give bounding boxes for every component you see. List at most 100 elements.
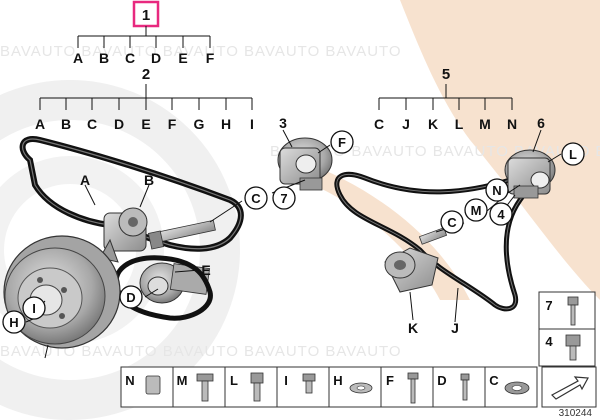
label-3: 3 <box>279 115 287 131</box>
callout-circle-c1[interactable]: C <box>244 186 268 210</box>
navigate-arrow-button[interactable] <box>541 366 597 408</box>
hex-bolt-icon <box>196 373 214 402</box>
label-k: K <box>408 320 418 336</box>
side-legend-label-7: 7 <box>545 298 552 313</box>
tree-root-5: 5 <box>442 66 450 83</box>
watermark-circle <box>0 80 240 420</box>
tree-g1-child-d[interactable]: D <box>151 50 161 66</box>
bottom-legend-label-c: C <box>489 373 499 388</box>
callout-circle-f[interactable]: F <box>330 130 354 154</box>
bolt-icon <box>567 296 579 326</box>
callout-circle-d[interactable]: D <box>119 285 143 309</box>
bottom-legend-label-l: L <box>230 373 238 388</box>
tree-g5-child-l[interactable]: L <box>455 116 464 132</box>
svg-text:I: I <box>32 301 36 316</box>
small-belt-d[interactable] <box>113 255 213 321</box>
bottom-legend-label-h: H <box>333 373 342 388</box>
tree-g1-child-c[interactable]: C <box>125 50 135 66</box>
tree-g1-child-a[interactable]: A <box>73 50 83 66</box>
bottom-legend-label-d: D <box>437 373 446 388</box>
pulley-assembly-3[interactable] <box>277 137 333 191</box>
sleeve-icon <box>145 375 161 395</box>
belt-tensioner-k[interactable] <box>384 227 448 293</box>
bottom-legend-label-m: M <box>177 373 188 388</box>
ribbed-belt-j-inner <box>336 173 526 310</box>
long-bolt-icon <box>407 372 419 404</box>
belt-tensioner-b[interactable] <box>99 207 148 263</box>
tree-g2-child-f[interactable]: F <box>168 116 177 132</box>
tree-g1-child-b[interactable]: B <box>99 50 109 66</box>
washer-icon <box>349 382 373 394</box>
watermark-text-bottom: BAVAUTO BAVAUTO BAVAUTO BAVAUTO BAVAUTO <box>0 343 402 360</box>
tree-g2-child-b[interactable]: B <box>61 116 71 132</box>
bottom-legend-label-i: I <box>284 373 288 388</box>
svg-text:7: 7 <box>280 191 287 206</box>
side-legend-label-4: 4 <box>545 334 553 349</box>
bottom-legend-label-f: F <box>386 373 394 388</box>
callout-circle-c2[interactable]: C <box>440 210 464 234</box>
plain-labels: 3 6 A B E K J <box>80 115 545 336</box>
tree-g5-child-k[interactable]: K <box>428 116 438 132</box>
crank-pulley-g[interactable] <box>3 235 121 349</box>
tree-g2-child-a[interactable]: A <box>35 116 45 132</box>
pin-bolt-icon <box>460 373 470 401</box>
svg-text:F: F <box>338 135 346 150</box>
tree-g2-child-d[interactable]: D <box>114 116 124 132</box>
side-legend: 7 4 <box>538 291 596 367</box>
tree-root-2: 2 <box>142 66 150 83</box>
right-belt-assembly <box>334 129 562 323</box>
callout-circle-n[interactable]: N <box>485 178 509 202</box>
svg-text:C: C <box>447 215 457 230</box>
label-b: B <box>144 172 154 188</box>
label-a: A <box>80 172 90 188</box>
callout-circle-7[interactable]: 7 <box>272 186 296 210</box>
tree-g5-child-j[interactable]: J <box>402 116 410 132</box>
bolt-c-left[interactable] <box>147 219 216 250</box>
svg-text:H: H <box>9 315 18 330</box>
watermark-beige-swoosh <box>400 0 600 300</box>
svg-text:L: L <box>569 147 577 162</box>
tree-g5-child-n[interactable]: N <box>507 116 517 132</box>
svg-text:4: 4 <box>497 207 505 222</box>
tree-g2-child-i[interactable]: I <box>250 116 254 132</box>
watermark-text-top: BAVAUTO BAVAUTO BAVAUTO BAVAUTO BAVAUTO <box>0 43 402 60</box>
tree-g1-child-e[interactable]: E <box>178 50 187 66</box>
tree-g1-child-f[interactable]: F <box>206 50 215 66</box>
callout-circle-h[interactable]: H <box>2 310 26 334</box>
short-bolt-icon <box>302 373 316 394</box>
socket-bolt-icon <box>565 334 581 361</box>
callout-circle-i[interactable]: I <box>22 296 46 320</box>
label-j: J <box>451 320 459 336</box>
callout-circle-l[interactable]: L <box>561 142 585 166</box>
svg-text:D: D <box>126 290 135 305</box>
arrow-icon <box>551 376 589 400</box>
tree-g2-child-h[interactable]: H <box>221 116 231 132</box>
bottom-legend-label-n: N <box>125 373 134 388</box>
tree-root-1: 1 <box>142 7 150 24</box>
tree-g2-child-c[interactable]: C <box>87 116 97 132</box>
tree-g5-child-m[interactable]: M <box>479 116 491 132</box>
callout-circle-m[interactable]: M <box>464 198 488 222</box>
tree-g5-child-c[interactable]: C <box>374 116 384 132</box>
part-number: 310244 <box>559 408 593 419</box>
label-e: E <box>201 262 210 278</box>
ring-washer-icon <box>504 381 530 395</box>
svg-text:C: C <box>251 191 261 206</box>
left-belt-assembly <box>3 129 333 359</box>
tree-g2-child-e[interactable]: E <box>141 116 150 132</box>
svg-text:N: N <box>492 183 501 198</box>
callout-circle-4[interactable]: 4 <box>489 202 513 226</box>
pulley-assembly-6[interactable] <box>504 149 556 199</box>
tree-g2-child-g[interactable]: G <box>194 116 205 132</box>
label-6: 6 <box>537 115 545 131</box>
